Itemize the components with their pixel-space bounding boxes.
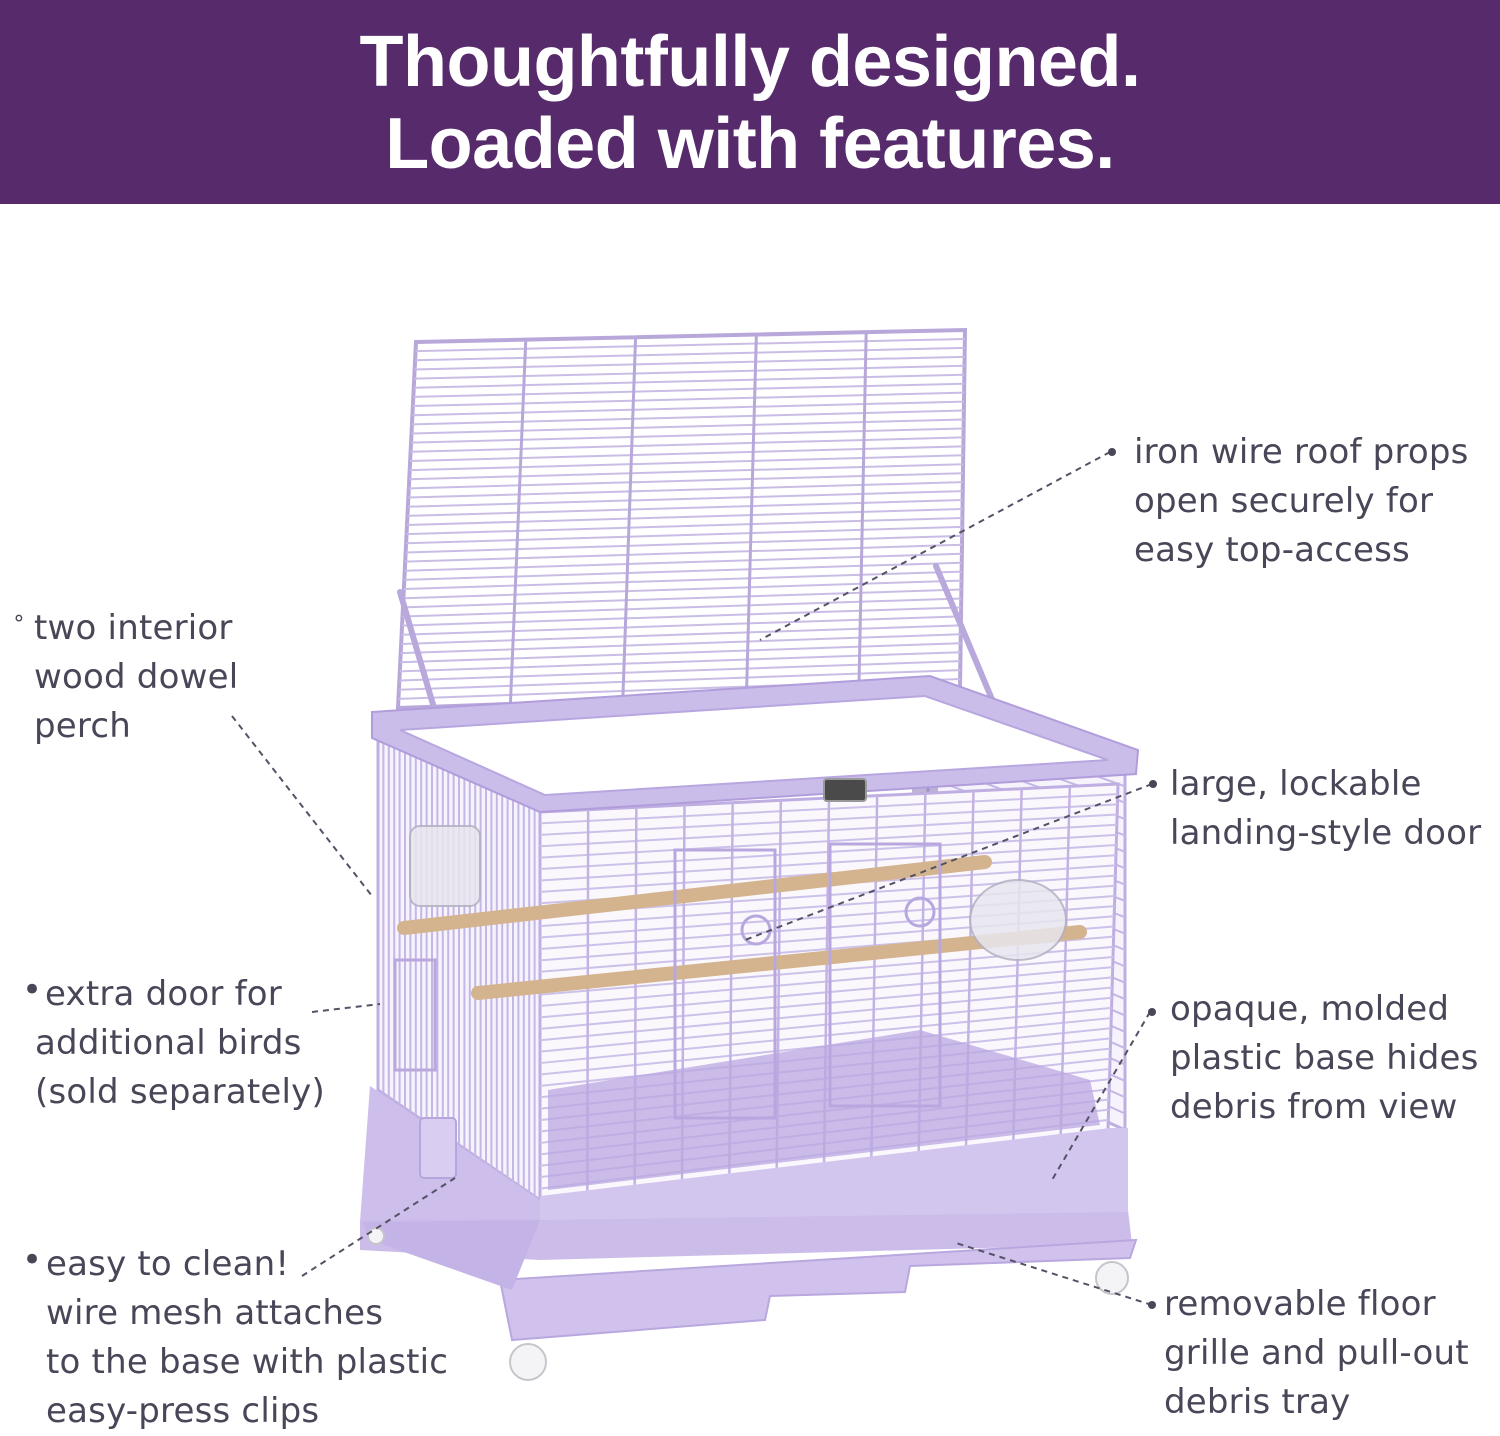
- callout-landing-door: large, lockable landing-style door: [1170, 760, 1481, 858]
- plastic-base: [360, 1086, 1138, 1342]
- callout-roof-line-1: iron wire roof props: [1134, 432, 1469, 472]
- roof-panel: [395, 327, 968, 711]
- callout-clean-line-4: easy-press clips: [46, 1391, 320, 1431]
- callout-door-line-2: landing-style door: [1170, 813, 1482, 853]
- thermometer-display: [823, 778, 867, 802]
- callout-extra-door: extra door for additional birds (sold se…: [35, 970, 325, 1117]
- callout-base-line-2: plastic base hides: [1170, 1038, 1479, 1078]
- headline-banner: Thoughtfully designed. Loaded with featu…: [0, 0, 1500, 204]
- callout-extra-door-line-1: extra door for: [45, 974, 282, 1014]
- callout-perch: two interior wood dowel perch: [34, 604, 238, 751]
- extra-door-bullet-icon: •: [22, 970, 43, 1010]
- callout-perch-line-1: two interior: [34, 608, 233, 648]
- callout-tray-line-1: removable floor: [1164, 1284, 1436, 1324]
- caster-wheels: [367, 1227, 1129, 1381]
- callout-roof-line-3: easy top-access: [1134, 530, 1410, 570]
- headline-line-1: Thoughtfully designed.: [359, 22, 1141, 102]
- callout-debris-tray: removable floor grille and pull-out debr…: [1164, 1280, 1469, 1427]
- callout-clean-line-1: easy to clean!: [46, 1244, 290, 1284]
- callout-door-line-1: large, lockable: [1170, 764, 1422, 804]
- callout-perch-line-2: wood dowel: [34, 657, 239, 697]
- callout-tray-line-3: debris tray: [1164, 1382, 1351, 1422]
- callout-extra-door-line-2: additional birds: [35, 1023, 302, 1063]
- callout-base-line-1: opaque, molded: [1170, 989, 1450, 1029]
- leader-dots: [1108, 448, 1157, 1309]
- feeders: [393, 825, 1067, 1072]
- headline-line-2: Loaded with features.: [385, 104, 1115, 184]
- callout-plastic-base: opaque, molded plastic base hides debris…: [1170, 985, 1479, 1132]
- callout-extra-door-line-3: (sold separately): [35, 1072, 325, 1112]
- callout-easy-clean: easy to clean! wire mesh attaches to the…: [46, 1240, 448, 1436]
- top-frame: [371, 674, 1140, 814]
- floor-grille: [548, 1030, 1100, 1190]
- callout-roof-props: iron wire roof props open securely for e…: [1134, 428, 1469, 575]
- callout-base-line-3: debris from view: [1170, 1087, 1458, 1127]
- callout-tray-line-2: grille and pull-out: [1164, 1333, 1469, 1373]
- clean-bullet-icon: •: [22, 1240, 43, 1280]
- callout-clean-line-2: wire mesh attaches: [46, 1293, 384, 1333]
- perch-bullet-icon: ∘: [12, 606, 26, 631]
- callout-perch-line-3: perch: [34, 706, 131, 746]
- callout-roof-line-2: open securely for: [1134, 481, 1434, 521]
- callout-leaders: [231, 451, 1153, 1306]
- callout-clean-line-3: to the base with plastic: [46, 1342, 449, 1382]
